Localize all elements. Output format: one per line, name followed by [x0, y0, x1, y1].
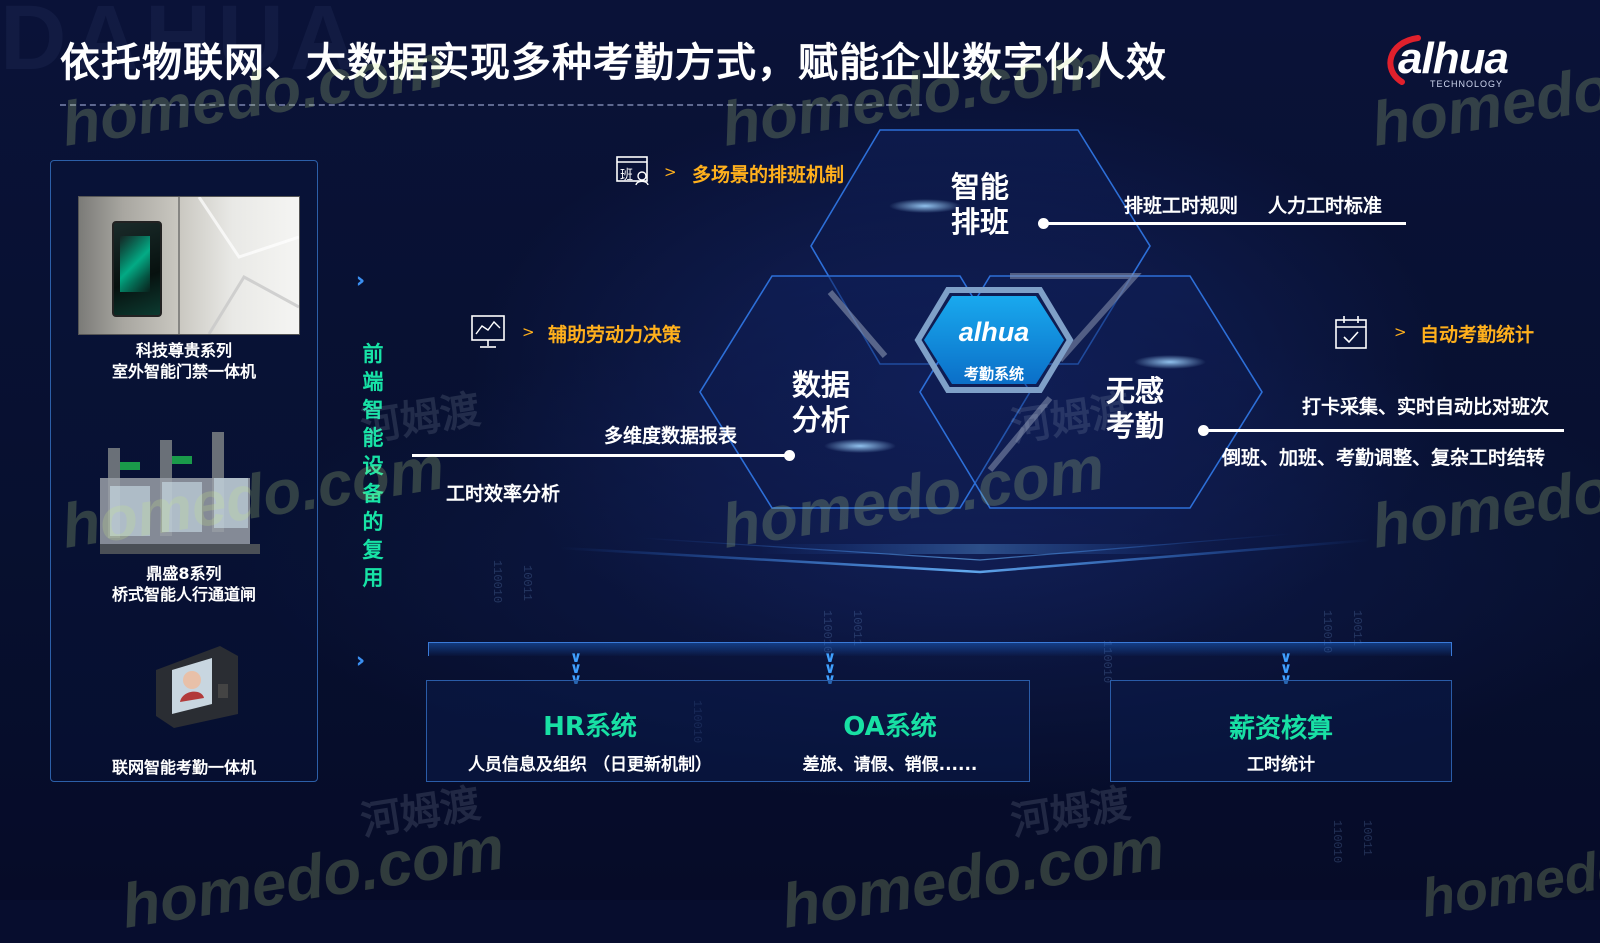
dahua-logo-text: alhua	[1398, 34, 1509, 83]
payroll-system-desc: 工时统计	[1247, 755, 1315, 775]
analysis-feature-label: 辅助劳动力决策	[548, 324, 682, 346]
turnstile-gate-icon	[100, 432, 260, 554]
hex-analysis-title-line1: 数据	[791, 368, 850, 402]
attendance-connector-line	[1204, 429, 1564, 432]
hex-silver-frame	[827, 290, 888, 358]
calendar-check-icon	[1335, 316, 1367, 349]
hex-silver-frame	[1010, 273, 1142, 362]
device-1-label-line2: 室外智能门禁一体机	[111, 362, 256, 381]
binary-decoration: 110010	[690, 700, 704, 744]
hr-system-title: HR系统	[543, 712, 637, 742]
center-hex	[924, 296, 1064, 384]
hexagon-diagram	[559, 129, 1371, 574]
connector-dot	[1038, 218, 1049, 229]
device-2-label-line1: 鼎盛8系列	[146, 564, 222, 583]
schedule-board-icon	[616, 156, 649, 186]
hex-silver-frame	[987, 396, 1053, 472]
system-bus-bar	[428, 642, 1452, 656]
platform-base-glow	[559, 538, 1371, 574]
title-divider	[60, 104, 922, 106]
binary-decoration: 10011	[850, 610, 864, 647]
binary-decoration: 110010	[1330, 820, 1344, 864]
corridor-backdrop-icon	[178, 197, 299, 334]
platform-base-glow	[639, 533, 1291, 561]
attendance-terminal-icon	[156, 646, 238, 728]
device-2-label-line2: 桥式智能人行通道闸	[111, 585, 256, 604]
payroll-system-title: 薪资核算	[1228, 714, 1333, 744]
analysis-connector-line	[412, 454, 788, 457]
chevron-right-icon: >	[664, 163, 677, 181]
center-system-label: 考勤系统	[963, 365, 1024, 383]
dahua-logo-icon	[1387, 35, 1421, 85]
binary-decoration: 110010	[1100, 640, 1114, 684]
scheduling-desc-standard: 人力工时标准	[1268, 195, 1383, 217]
oa-system-desc: 差旅、请假、销假......	[802, 755, 978, 775]
hex-scheduling-title-line1: 智能	[950, 170, 1009, 204]
binary-decoration: 10011	[1360, 820, 1374, 857]
dahua-logo-subtext: TECHNOLOGY	[1430, 79, 1504, 89]
sparkle-icon	[1134, 355, 1206, 369]
hex-analysis-title: 数据 分析	[776, 368, 866, 438]
background-brand-watermark: DAHUA	[0, 0, 363, 89]
center-logo-text: alhua	[958, 317, 1030, 347]
center-hex-border	[914, 287, 1074, 393]
schedule-icon-glyph: 班	[620, 168, 634, 183]
scheduling-feature-label: 多场景的排班机制	[692, 164, 845, 186]
hex-scheduling-title-line2: 排班	[950, 205, 1009, 239]
scheduling-desc-rules: 排班工时规则	[1124, 195, 1239, 217]
payroll-system-box	[1110, 680, 1452, 782]
hex-analysis-title-line2: 分析	[791, 403, 850, 437]
chevron-down-icon: ∨∨∨	[569, 648, 583, 688]
analysis-desc-efficiency: 工时效率分析	[446, 483, 561, 505]
hex-attendance-title: 无感 考勤	[1090, 374, 1180, 444]
chevron-down-icon: ∨∨∨	[1279, 648, 1293, 688]
device-3-label: 联网智能考勤一体机	[111, 758, 256, 777]
platform-base-glow	[760, 544, 1200, 554]
monitor-chart-icon	[471, 315, 505, 348]
hex-attendance-title-line2: 考勤	[1105, 409, 1164, 443]
terminal-light-icon	[120, 236, 150, 292]
hex-scheduling-title: 智能 排班	[935, 170, 1025, 240]
scheduling-connector-line	[1044, 222, 1406, 225]
page-title: 依托物联网、大数据实现多种考勤方式，赋能企业数字化人效	[60, 40, 1167, 86]
hr-oa-systems-box	[426, 680, 1030, 782]
connector-dot	[784, 450, 795, 461]
hr-system-desc: 人员信息及组织 （日更新机制）	[468, 755, 712, 775]
attendance-feature-label: 自动考勤统计	[1420, 324, 1535, 346]
sparkle-icon	[824, 439, 896, 453]
frontend-device-reuse-label: 前端智能设备的复用	[362, 342, 384, 590]
analysis-desc-reports: 多维度数据报表	[604, 425, 738, 447]
chevron-down-icon: ∨∨∨	[823, 648, 837, 688]
binary-decoration: 110010	[490, 560, 504, 604]
device-1-label-line1: 科技尊贵系列	[135, 341, 232, 360]
oa-system-title: OA系统	[843, 712, 937, 742]
sparkle-icon	[889, 199, 961, 213]
chevron-right-icon: >	[1394, 323, 1407, 341]
chevron-right-icon: >	[522, 323, 535, 341]
attendance-desc-collect: 打卡采集、实时自动比对班次	[1302, 396, 1550, 418]
binary-decoration: 10011	[520, 565, 534, 602]
attendance-desc-shifts: 倒班、加班、考勤调整、复杂工时结转	[1222, 447, 1546, 469]
binary-decoration: 10011	[1350, 610, 1364, 647]
hex-attendance-title-line1: 无感	[1105, 374, 1164, 408]
connector-dot	[1198, 425, 1209, 436]
